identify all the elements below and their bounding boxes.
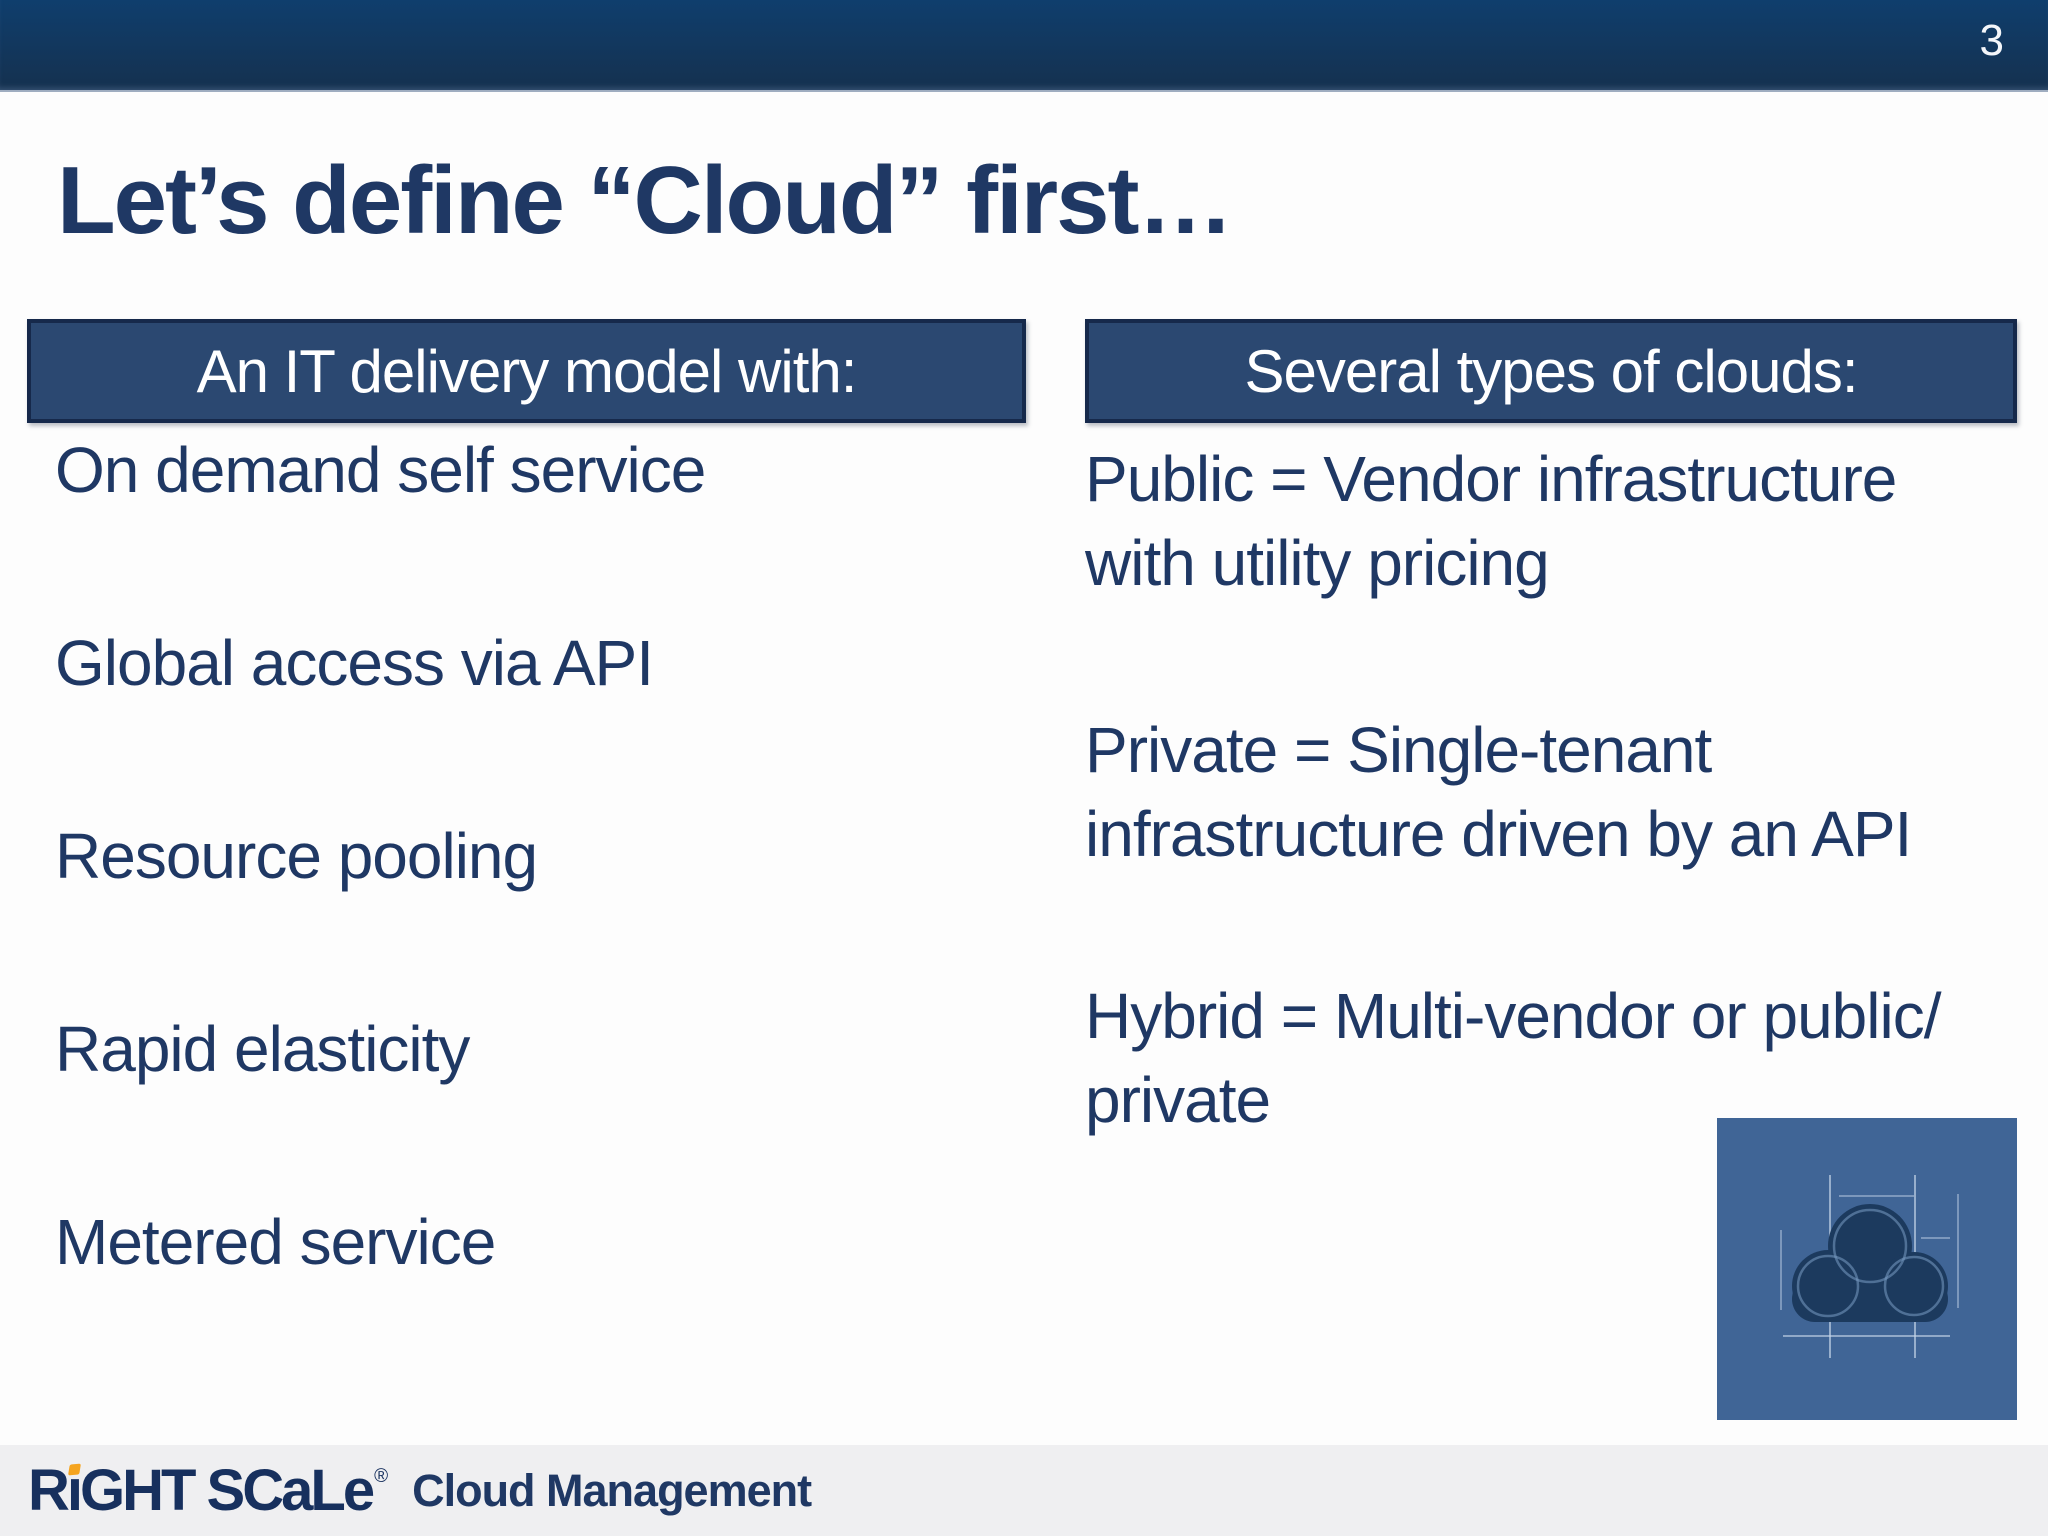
right-panel-header-label: Several types of clouds: — [1244, 337, 1858, 405]
right-panel-item-line: with utility pricing — [1085, 527, 1550, 599]
cloud-blueprint-image — [1717, 1118, 2017, 1420]
footer-tagline: Cloud Management — [412, 1464, 812, 1516]
right-panel-item-line: private — [1085, 1064, 1271, 1136]
left-panel-item: Global access via API — [55, 627, 654, 699]
left-panel-item: Metered service — [55, 1206, 496, 1278]
top-bar: 3 — [0, 0, 2048, 92]
left-panel-header-label: An IT delivery model with: — [196, 337, 858, 405]
registered-mark: ® — [374, 1466, 389, 1487]
right-panel-item-public: Public = Vendor infrastructure with util… — [1085, 437, 2030, 605]
right-panel-item-line: Hybrid = Multi-vendor or public/ — [1085, 980, 1941, 1052]
left-panel-item: Resource pooling — [55, 820, 538, 892]
left-panel-header-box: An IT delivery model with: — [27, 319, 1026, 423]
orange-i-dot-icon — [67, 1463, 81, 1476]
slide-number: 3 — [1979, 16, 2004, 65]
right-panel-item-private: Private = Single-tenant infrastructure d… — [1085, 708, 2030, 876]
cloud-icon — [1717, 1118, 2017, 1420]
logo-text: GHT SCaLe — [80, 1458, 375, 1523]
right-panel-header-box: Several types of clouds: — [1085, 319, 2017, 423]
logo-letter-i: ı — [67, 1457, 83, 1524]
right-panel-item-line: infrastructure driven by an API — [1085, 798, 1912, 870]
right-panel-item-hybrid: Hybrid = Multi-vendor or public/ private — [1085, 974, 2030, 1142]
slide-title: Let’s define “Cloud” first… — [57, 147, 1233, 254]
left-panel-item: On demand self service — [55, 434, 706, 506]
left-panel-item: Rapid elasticity — [55, 1013, 470, 1085]
right-panel-item-line: Public = Vendor infrastructure — [1085, 443, 1897, 515]
right-panel-item-line: Private = Single-tenant — [1085, 714, 1712, 786]
logo-text: R — [28, 1458, 70, 1523]
